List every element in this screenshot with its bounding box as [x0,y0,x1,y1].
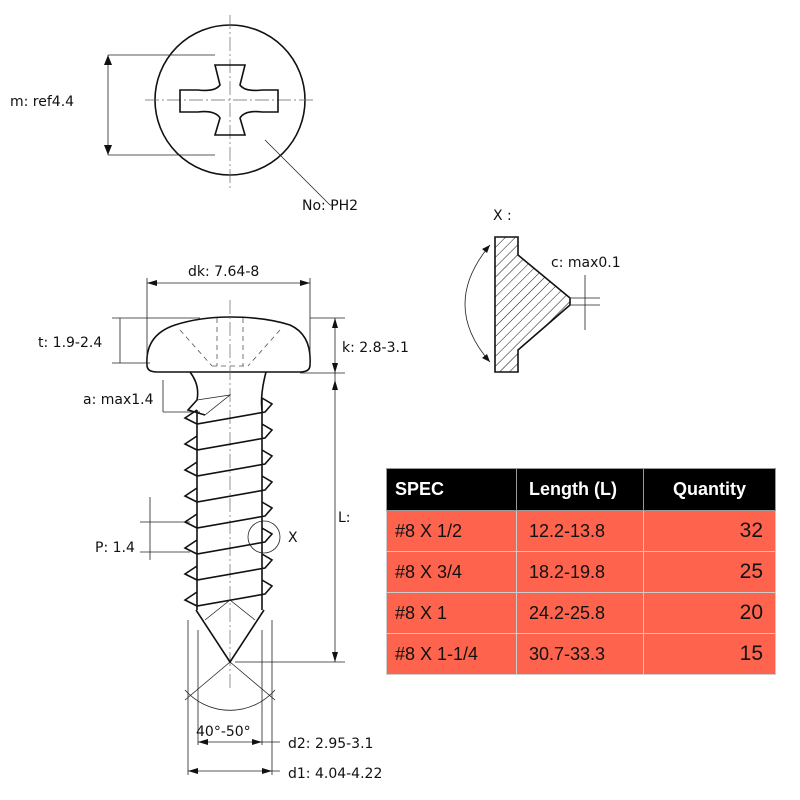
label-t: t: 1.9-2.4 [38,335,102,351]
label-P: P: 1.4 [95,540,135,556]
cell-quantity: 20 [643,592,776,634]
table-row: #8 X 3/4 18.2-19.8 25 [386,551,776,593]
label-m: m: ref4.4 [10,94,74,110]
cell-quantity: 15 [643,633,776,675]
label-d2: d2: 2.95-3.1 [288,736,373,752]
header-quantity: Quantity [643,468,776,511]
cell-spec: #8 X 1 [386,592,517,634]
cell-length: 30.7-33.3 [516,633,644,675]
spec-table: SPEC Length (L) Quantity #8 X 1/2 12.2-1… [386,468,776,675]
table-row: #8 X 1-1/4 30.7-33.3 15 [386,633,776,675]
label-c: c: max0.1 [551,255,621,271]
label-dk: dk: 7.64-8 [188,264,259,280]
screw-side-view [112,278,345,775]
label-L: L: [338,510,351,526]
screw-threads [183,397,274,610]
label-angle: 40°-50° [196,724,251,740]
table-header-row: SPEC Length (L) Quantity [386,468,776,511]
cell-spec: #8 X 1-1/4 [386,633,517,675]
label-a: a: max1.4 [83,392,154,408]
header-length: Length (L) [516,468,644,511]
cell-spec: #8 X 1/2 [386,510,517,552]
label-detail-x: X : [493,208,512,224]
table-row: #8 X 1 24.2-25.8 20 [386,592,776,634]
table-row: #8 X 1/2 12.2-13.8 32 [386,510,776,552]
cell-quantity: 25 [643,551,776,593]
head-top-view [104,15,335,206]
label-drive: No: PH2 [302,198,358,214]
cell-length: 18.2-19.8 [516,551,644,593]
cell-length: 12.2-13.8 [516,510,644,552]
label-k: k: 2.8-3.1 [342,340,409,356]
cell-quantity: 32 [643,510,776,552]
label-d1: d1: 4.04-4.22 [288,766,382,782]
cell-spec: #8 X 3/4 [386,551,517,593]
header-spec: SPEC [386,468,517,511]
cell-length: 24.2-25.8 [516,592,644,634]
label-x-marker: X [288,530,298,546]
detail-x-view [464,236,600,373]
